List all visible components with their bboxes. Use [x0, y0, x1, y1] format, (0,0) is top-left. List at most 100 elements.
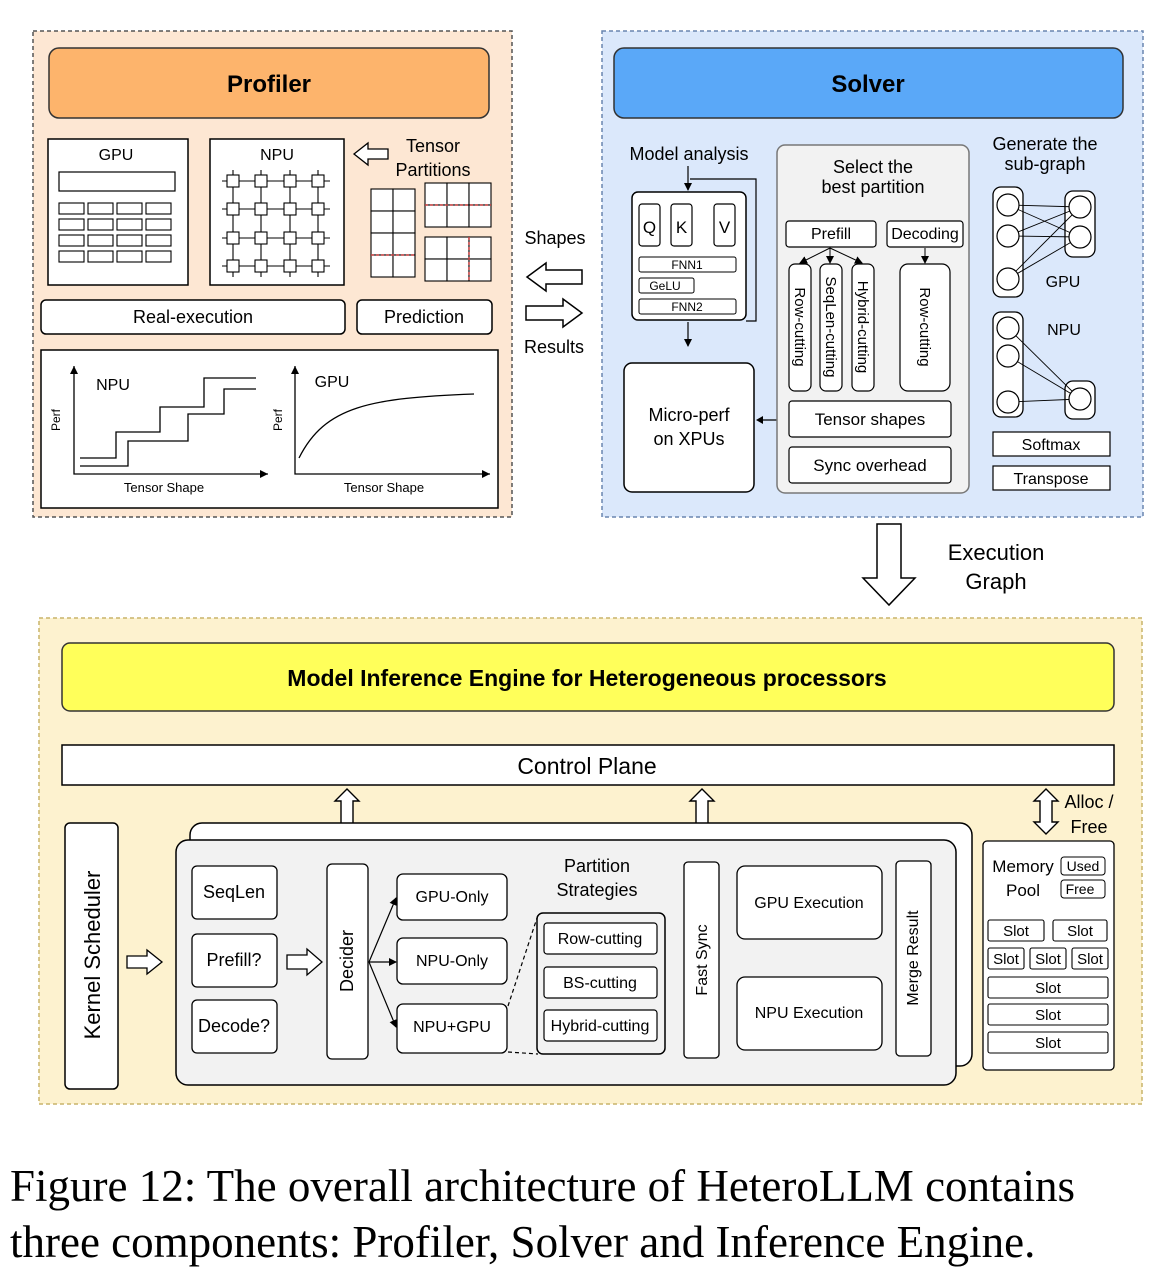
gpu-core-cell [87, 234, 114, 247]
figure-caption: Figure 12: The overall architecture of H… [10, 1161, 1076, 1267]
npu-core-node [254, 174, 268, 188]
real-execution-label: Real-execution [133, 307, 253, 327]
row-cutting-box [788, 263, 812, 392]
micro-perf-label-1: Micro-perf [648, 405, 730, 425]
gpu-subgraph [992, 186, 1096, 298]
v-block [713, 203, 736, 247]
engine-panel: Model Inference Engine for Heterogeneous… [38, 617, 1143, 1105]
alloc-free-label-2: Free [1070, 817, 1107, 837]
npu-step-line-upper [80, 377, 256, 459]
alloc-free-label-1: Alloc / [1064, 792, 1113, 812]
partition-cell [424, 236, 448, 260]
gpu-only-label: GPU-Only [416, 889, 489, 906]
kernel-scheduler-label: Kernel Scheduler [80, 871, 105, 1040]
partition-cell [446, 182, 470, 206]
neuron-node [996, 316, 1020, 340]
softmax-box [992, 431, 1111, 457]
kernel-scheduler-box [64, 822, 119, 1090]
subgraph-npu-label: NPU [1047, 322, 1081, 339]
engine-header [61, 642, 1115, 712]
solver-header [613, 47, 1124, 119]
npu-execution-box [736, 976, 883, 1051]
partition-cell [370, 210, 394, 234]
tensor-partition-grids [370, 182, 492, 282]
memory-slot [1052, 919, 1108, 942]
hybrid-cutting-strategy-box [543, 1009, 658, 1042]
partition-strategies-label-2: Strategies [556, 880, 637, 900]
select-partition-label-1: Select the [833, 157, 913, 177]
gpu-core-cell [87, 218, 114, 231]
npu-core-node [283, 259, 297, 273]
architecture-diagram: Profiler GPU NPU Tensor Partitions Real-… [32, 30, 1144, 1105]
seqlen-box [191, 865, 278, 920]
npu-core-node [311, 231, 325, 245]
row-cutting-strategy-box [543, 922, 658, 955]
prediction-label: Prediction [384, 307, 464, 327]
q-label: Q [643, 218, 656, 237]
npu-chart-ylabel: Perf [49, 408, 63, 431]
npu-core-node [226, 174, 240, 188]
gpu-label: GPU [99, 147, 134, 164]
memory-slot [987, 947, 1025, 970]
memory-slot-label: Slot [993, 951, 1020, 968]
memory-slot [987, 1003, 1109, 1026]
perf-charts-box [40, 349, 499, 509]
row-cutting-decode-box [899, 263, 951, 392]
fnn1-block [638, 256, 737, 273]
edge-line [1007, 235, 1081, 238]
profiler-header [48, 47, 490, 119]
scheduler-arrow-icon [126, 948, 164, 976]
npu-core-node [311, 174, 325, 188]
neuron-node [1068, 225, 1092, 249]
softmax-label: Softmax [1022, 437, 1081, 454]
memory-slot [1071, 947, 1109, 970]
hybrid-cutting-strategy-label: Hybrid-cutting [551, 1018, 650, 1035]
partition-cell [424, 204, 448, 228]
decider-arrow-icon [286, 947, 323, 977]
fast-sync-label: Fast Sync [694, 924, 711, 995]
execution-graph-label-2: Graph [965, 569, 1026, 594]
npu-core-node [311, 259, 325, 273]
npu-core-node [226, 259, 240, 273]
micro-perf-label-2: on XPUs [653, 429, 724, 449]
partition-cell [392, 210, 416, 234]
transpose-label: Transpose [1014, 471, 1089, 488]
gpu-saturation-curve [298, 393, 475, 459]
edge-line [1007, 206, 1081, 280]
fnn1-label: FNN1 [671, 258, 703, 272]
results-label: Results [524, 337, 584, 357]
gelu-label: GeLU [649, 279, 680, 293]
gpu-core-cell [58, 234, 85, 247]
memory-slot [987, 919, 1045, 942]
npu-gpu-label: NPU+GPU [413, 1019, 491, 1036]
hollow-left-arrow-icon [352, 141, 389, 167]
memory-pool-label-2: Pool [1006, 881, 1040, 900]
edge-line [1007, 398, 1081, 403]
hybrid-cutting-label: Hybrid-cutting [854, 281, 871, 374]
gpu-core-cell [58, 202, 85, 215]
gpu-core-cell [116, 234, 143, 247]
npu-execution-label: NPU Execution [755, 1005, 864, 1022]
npu-step-line-lower [80, 388, 256, 467]
prediction-box [356, 299, 493, 335]
npu-chart-axes [73, 366, 268, 475]
gpu-core-cell [116, 218, 143, 231]
gpu-core-cell [87, 250, 114, 263]
partition-cell [446, 258, 470, 282]
row-cutting-label: Row-cutting [791, 287, 808, 366]
k-block [670, 203, 693, 247]
hybrid-cutting-box [851, 263, 875, 392]
execution-graph-flow: Execution Graph [861, 523, 1044, 607]
shapes-arrow-icon [525, 261, 583, 293]
npu-core-node [226, 202, 240, 216]
gpu-chart-axes [294, 366, 490, 475]
seqlen-cutting-box [819, 263, 843, 392]
subgraph-gpu-label: GPU [1046, 274, 1081, 291]
double-arrow-icon [1032, 788, 1060, 835]
engine-title: Model Inference Engine for Heterogeneous… [287, 665, 886, 691]
memory-slot-label: Slot [1067, 923, 1094, 940]
npu-chart-title: NPU [96, 377, 130, 394]
profiler-panel: Profiler GPU NPU Tensor Partitions Real-… [32, 30, 513, 518]
partition-cell [424, 182, 448, 206]
